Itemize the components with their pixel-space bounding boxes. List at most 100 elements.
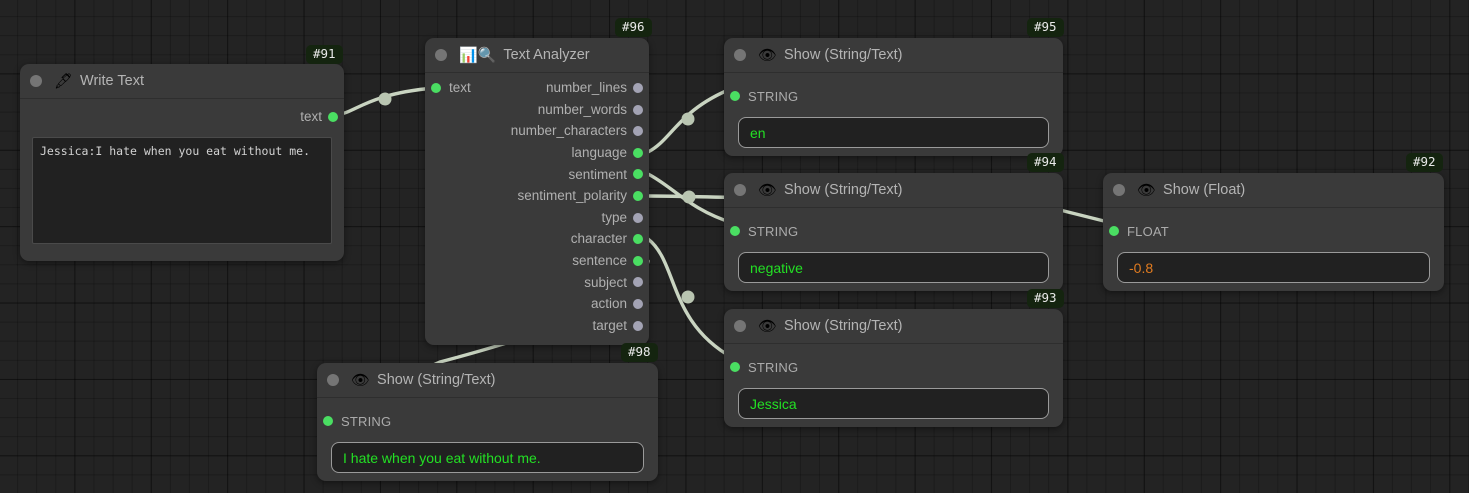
output-port-character[interactable] xyxy=(633,234,643,245)
collapse-toggle-icon[interactable] xyxy=(734,320,746,332)
output-port-sentence[interactable] xyxy=(633,255,643,266)
eye-icon: 👁 xyxy=(758,181,778,199)
node-header[interactable]: 👁 Show (String/Text) xyxy=(724,173,1063,208)
output-port-language[interactable] xyxy=(633,147,643,158)
wire-character-to-show93 xyxy=(646,237,735,360)
port-label: sentiment_polarity xyxy=(517,188,627,204)
input-port-string[interactable] xyxy=(730,226,740,236)
show-value-text: negative xyxy=(750,259,803,276)
output-port-text[interactable] xyxy=(328,112,338,122)
output-port-subject[interactable] xyxy=(633,277,643,288)
output-row-action[interactable]: action xyxy=(425,293,649,315)
node-badge: #98 xyxy=(621,343,658,362)
output-row-number-lines[interactable]: number_lines xyxy=(425,77,649,99)
node-body: STRING I hate when you eat without me. xyxy=(317,408,658,473)
port-type-label: STRING xyxy=(341,413,392,429)
output-row-text[interactable]: text xyxy=(20,106,344,128)
output-row-target[interactable]: target xyxy=(425,315,649,337)
wire-midpoint-dot xyxy=(682,190,696,204)
node-header[interactable]: 👁 Show (String/Text) xyxy=(317,363,658,398)
input-row-string[interactable]: STRING xyxy=(317,408,658,434)
node-header[interactable]: 👁 Show (String/Text) xyxy=(724,309,1063,344)
output-port-number-characters[interactable] xyxy=(633,126,643,137)
input-port-string[interactable] xyxy=(730,91,740,101)
output-row-subject[interactable]: subject xyxy=(425,271,649,293)
input-row-string[interactable]: STRING xyxy=(724,354,1063,380)
port-label: type xyxy=(601,209,627,225)
input-row-float[interactable]: FLOAT xyxy=(1103,218,1444,244)
node-title: Show (String/Text) xyxy=(784,182,903,198)
collapse-toggle-icon[interactable] xyxy=(734,184,746,196)
port-type-label: STRING xyxy=(748,359,799,375)
output-port-number-lines[interactable] xyxy=(633,83,643,93)
node-show-string-sentiment[interactable]: 👁 Show (String/Text) STRING negative xyxy=(724,173,1063,291)
port-label: sentence xyxy=(572,253,627,269)
input-port-float[interactable] xyxy=(1109,226,1119,236)
node-header[interactable]: 👁 Show (Float) xyxy=(1103,173,1444,208)
output-port-sentiment-polarity[interactable] xyxy=(633,190,643,201)
port-label: number_characters xyxy=(510,123,627,139)
input-row-string[interactable]: STRING xyxy=(724,83,1063,109)
show-value-text: I hate when you eat without me. xyxy=(343,449,541,466)
output-row-sentiment[interactable]: sentiment xyxy=(425,163,649,185)
input-port-string[interactable] xyxy=(730,362,740,372)
port-label: number_lines xyxy=(545,80,627,96)
node-body: STRING en xyxy=(724,83,1063,148)
collapse-toggle-icon[interactable] xyxy=(1113,184,1125,196)
output-port-number-words[interactable] xyxy=(633,104,643,115)
node-show-float[interactable]: 👁 Show (Float) FLOAT -0.8 xyxy=(1103,173,1444,291)
write-text-input[interactable]: Jessica:I hate when you eat without me. xyxy=(32,136,332,244)
node-header[interactable]: 👁 Show (String/Text) xyxy=(724,38,1063,73)
node-header[interactable]: 📊🔍 Text Analyzer xyxy=(425,38,649,73)
collapse-toggle-icon[interactable] xyxy=(734,49,746,61)
node-badge: #94 xyxy=(1027,153,1064,172)
output-port-action[interactable] xyxy=(633,298,643,309)
collapse-toggle-icon[interactable] xyxy=(327,374,339,386)
wire-sentiment-to-show94 xyxy=(646,172,735,225)
show-value-box[interactable]: en xyxy=(738,117,1049,148)
node-badge: #95 xyxy=(1027,18,1064,37)
output-row-number-characters[interactable]: number_characters xyxy=(425,120,649,142)
node-title: Write Text xyxy=(80,73,144,89)
collapse-toggle-icon[interactable] xyxy=(30,75,42,87)
node-write-text[interactable]: 🖋 Write Text text Jessica:I hate when yo… xyxy=(20,64,344,261)
input-row-text[interactable]: text xyxy=(425,77,649,99)
output-row-character[interactable]: character xyxy=(425,228,649,250)
output-port-type[interactable] xyxy=(633,212,643,223)
output-row-sentence[interactable]: sentence xyxy=(425,250,649,272)
node-badge: #92 xyxy=(1406,153,1443,172)
node-show-string-sentence[interactable]: 👁 Show (String/Text) STRING I hate when … xyxy=(317,363,658,481)
input-row-string[interactable]: STRING xyxy=(724,218,1063,244)
show-value-box[interactable]: negative xyxy=(738,252,1049,283)
output-port-sentiment[interactable] xyxy=(633,169,643,180)
node-title: Show (String/Text) xyxy=(784,47,903,63)
show-value-box[interactable]: I hate when you eat without me. xyxy=(331,442,644,473)
port-type-label: FLOAT xyxy=(1127,223,1169,239)
output-row-type[interactable]: type xyxy=(425,207,649,229)
show-value-box[interactable]: -0.8 xyxy=(1117,252,1430,283)
input-port-text[interactable] xyxy=(431,83,441,93)
node-show-string-character[interactable]: 👁 Show (String/Text) STRING Jessica xyxy=(724,309,1063,427)
output-row-number-words[interactable]: number_words xyxy=(425,99,649,121)
port-label: text xyxy=(300,109,322,125)
node-body: STRING negative xyxy=(724,218,1063,283)
bar-chart-search-icon: 📊🔍 xyxy=(459,46,497,64)
node-body: text Jessica:I hate when you eat without… xyxy=(20,106,344,244)
node-show-string-language[interactable]: 👁 Show (String/Text) STRING en xyxy=(724,38,1063,156)
show-value-box[interactable]: Jessica xyxy=(738,388,1049,419)
node-badge: #93 xyxy=(1027,289,1064,308)
collapse-toggle-icon[interactable] xyxy=(435,49,447,61)
output-row-sentiment-polarity[interactable]: sentiment_polarity xyxy=(425,185,649,207)
wire-writetext-to-analyzer xyxy=(334,86,436,117)
output-port-target[interactable] xyxy=(633,320,643,331)
node-body: text number_lines number_words number_ch… xyxy=(425,73,649,336)
output-row-language[interactable]: language xyxy=(425,142,649,164)
eye-icon: 👁 xyxy=(758,46,778,64)
node-header[interactable]: 🖋 Write Text xyxy=(20,64,344,99)
port-label: language xyxy=(571,145,627,161)
wire-language-to-show95 xyxy=(646,86,735,154)
node-text-analyzer[interactable]: 📊🔍 Text Analyzer text number_lines numbe… xyxy=(425,38,649,345)
input-port-string[interactable] xyxy=(323,416,333,426)
wire-midpoint-dot xyxy=(681,112,695,126)
